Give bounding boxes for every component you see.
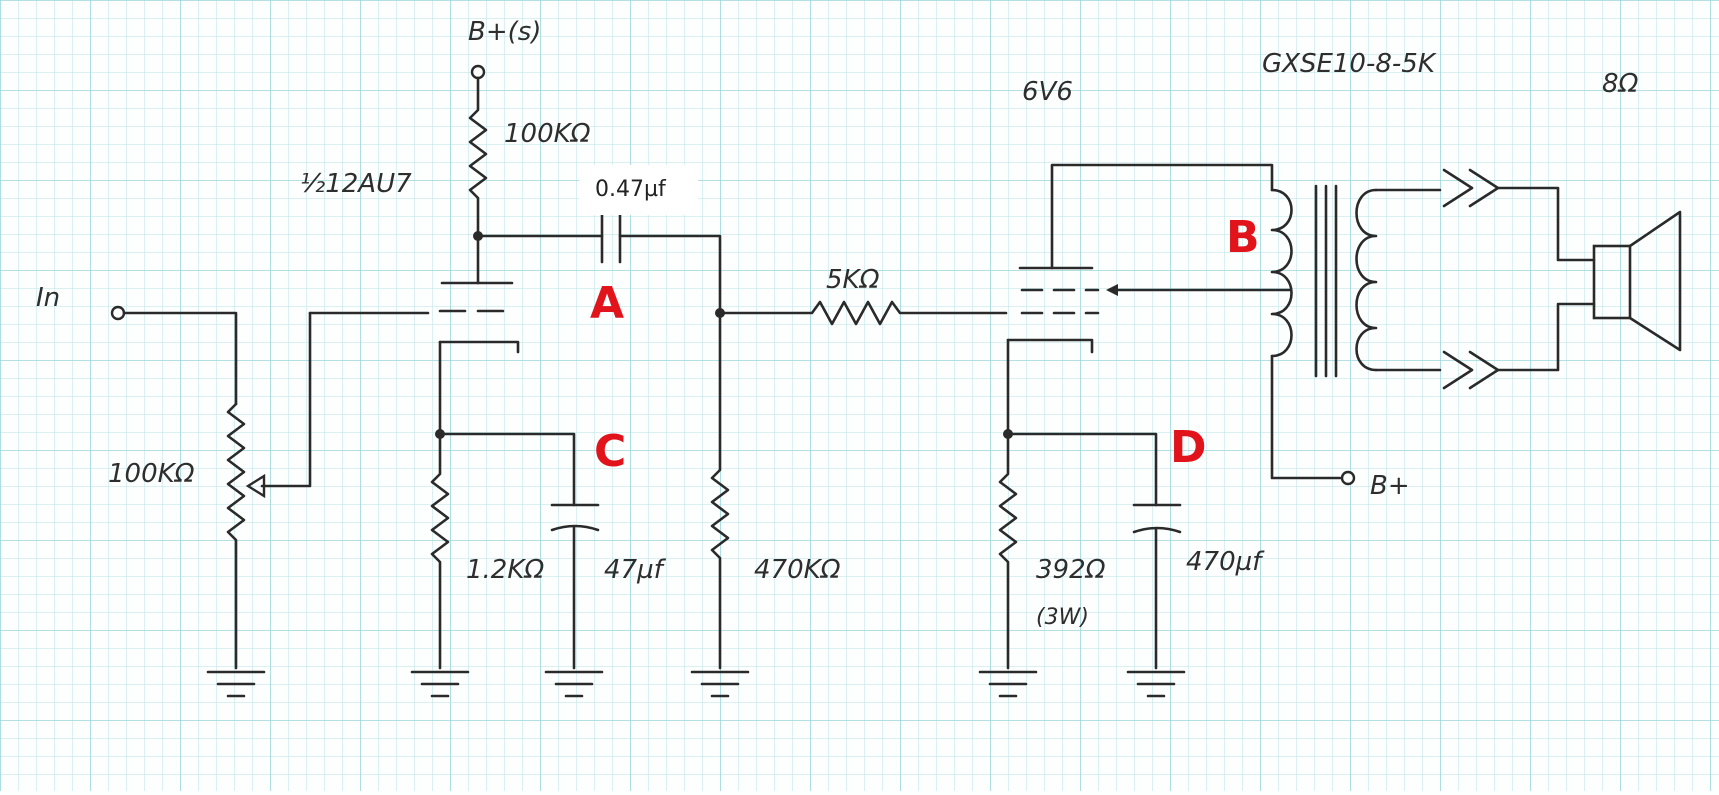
- output-transformer: [1270, 184, 1442, 480]
- power-tube: [1006, 266, 1100, 354]
- bplus-s-label: B+(s): [468, 17, 541, 47]
- speaker-connectors: [1442, 168, 1596, 390]
- marker-c: C: [594, 426, 626, 477]
- marker-a: A: [590, 278, 624, 329]
- input-wire: [122, 311, 238, 406]
- cathode-cap-2-label: 470µf: [1186, 547, 1265, 577]
- cathode-resistor-2: [998, 432, 1018, 670]
- cathode-cap-wire-1: [438, 432, 576, 507]
- input-label: In: [36, 283, 60, 313]
- screen-arrow-head: [1106, 284, 1118, 296]
- pot-wiper-arrow: [245, 473, 266, 499]
- cathode-cap-1-label: 47µf: [604, 555, 667, 585]
- cathode-resistor-1-label: 1.2KΩ: [466, 555, 544, 585]
- cathode-resistor-1: [430, 432, 450, 670]
- grid-resistor-label: 470KΩ: [754, 555, 841, 585]
- marker-b: B: [1226, 212, 1260, 263]
- plate-wire-power: [1050, 163, 1274, 270]
- pot-wiper: [260, 311, 312, 488]
- preamp-tube-label: ½12AU7: [300, 169, 412, 199]
- coupling-cap-label-box: [579, 165, 698, 215]
- volume-pot: [226, 402, 246, 670]
- bplus-s-terminal: [470, 64, 486, 80]
- bplus-label: B+: [1370, 471, 1410, 501]
- preamp-triode: [438, 281, 520, 354]
- coupling-cap-label: 0.47µf: [595, 177, 667, 202]
- grid-resistor: [710, 311, 730, 670]
- cathode-cap-wire-2: [1006, 432, 1158, 507]
- cathode-resistor-2-label: 392Ω: [1036, 555, 1106, 585]
- plate-resistor: [468, 76, 488, 238]
- marker-d: D: [1170, 422, 1207, 473]
- series-resistor: [718, 300, 1008, 326]
- cathode-resistor-2-wattage: (3W): [1036, 605, 1089, 630]
- cathode-capacitor-2: [1132, 503, 1182, 670]
- series-resistor-label: 5KΩ: [826, 265, 880, 295]
- cathode-capacitor-1: [550, 503, 600, 670]
- ground-symbols: [206, 670, 1186, 698]
- pot-label: 100KΩ: [108, 459, 195, 489]
- speaker: [1592, 210, 1682, 352]
- transformer-label: GXSE10-8-5K: [1262, 49, 1437, 79]
- power-tube-label: 6V6: [1022, 77, 1073, 107]
- cap-to-grid-wire: [618, 234, 722, 315]
- input-terminal: [110, 305, 126, 321]
- speaker-label: 8Ω: [1602, 69, 1639, 99]
- bplus-terminal: [1340, 470, 1356, 486]
- plate-resistor-label: 100KΩ: [504, 119, 591, 149]
